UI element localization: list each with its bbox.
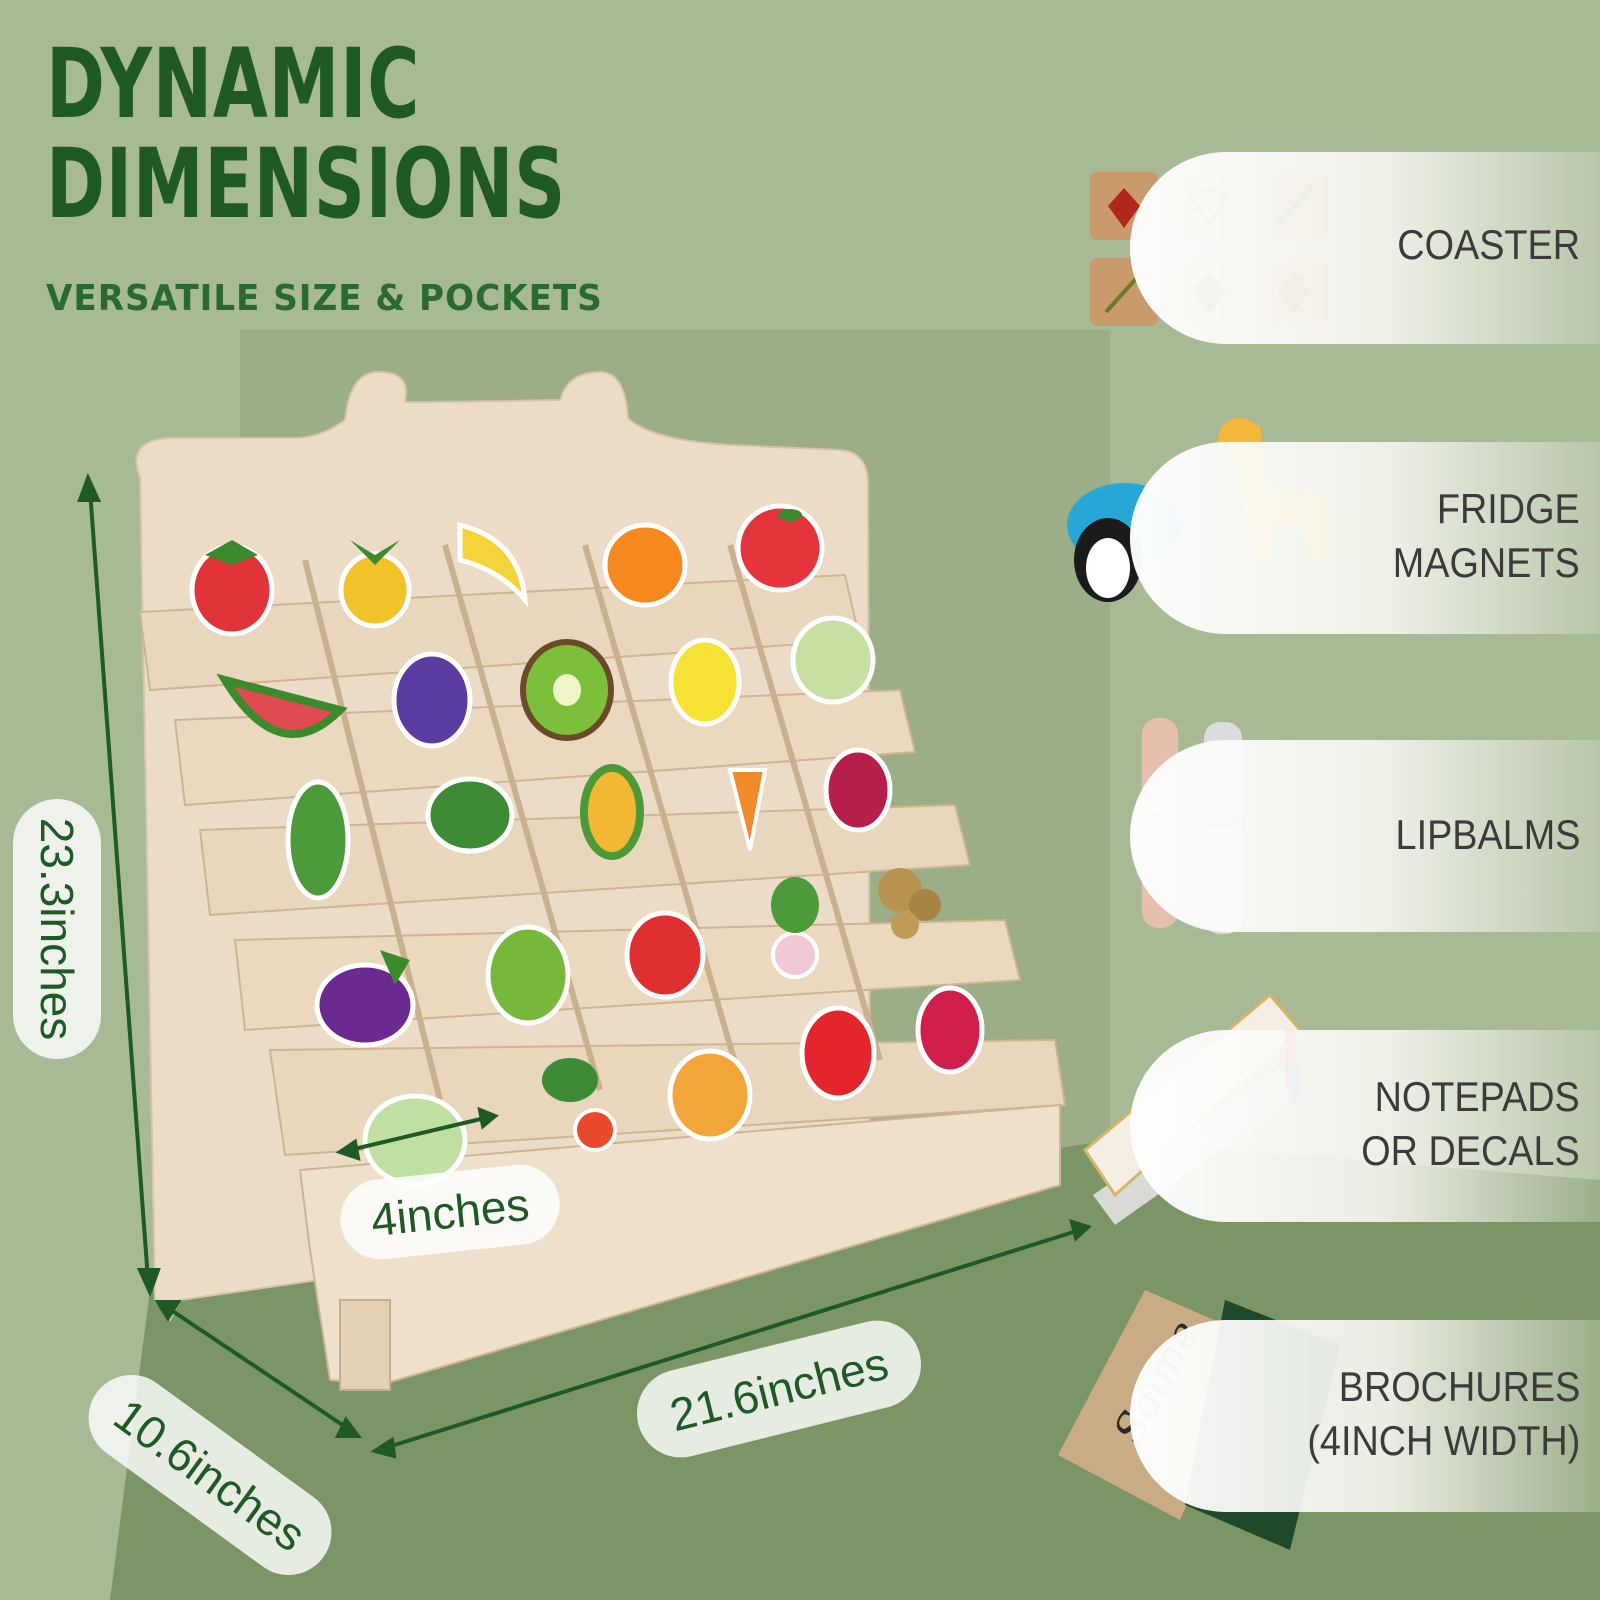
magnet-pineapple (338, 540, 412, 629)
magnet-carrot (727, 768, 768, 851)
use-label-coaster: COASTER (1397, 221, 1580, 268)
use-band-notepads: NOTEPADS OR DECALS (1130, 1030, 1600, 1222)
height-arrow (77, 472, 161, 1298)
magnet-onion (667, 1048, 753, 1142)
height-label: 23.3inches (13, 799, 101, 1059)
magnet-turnip (915, 985, 985, 1075)
penguin-magnet (1086, 538, 1130, 598)
page-subtitle: VERSATILE SIZE & POCKETS (46, 278, 603, 319)
pocket-dividers (302, 544, 883, 1101)
magnet-orange (602, 522, 688, 608)
tier-4 (233, 918, 1022, 1032)
magnet-eggplant (314, 950, 416, 1048)
magnet-grapes (391, 651, 473, 749)
magnet-green-pepper (485, 924, 571, 1026)
use-label-brochures: BROCHURES (4INCH WIDTH) (1307, 1363, 1580, 1464)
use-label-lipbalms: LIPBALMS (1395, 811, 1580, 858)
use-label-notepads: NOTEPADS OR DECALS (1361, 1073, 1580, 1174)
depth-arrow (154, 1300, 362, 1438)
magnet-corn (580, 764, 644, 860)
left-foot (339, 1299, 391, 1391)
magnet-potatoes (878, 868, 941, 939)
pocket-width-arrow (335, 1106, 499, 1161)
magnet-kiwi (520, 639, 614, 741)
use-label-fridge-magnets: FRIDGE MAGNETS (1393, 485, 1580, 586)
use-band-coaster: COASTER (1130, 152, 1600, 344)
magnet-tomato (799, 1005, 877, 1101)
width-arrow (370, 1219, 1092, 1459)
magnet-apple (735, 503, 825, 593)
magnet-lemon (668, 637, 742, 727)
title-line-2: DIMENSIONS (46, 128, 567, 240)
magnet-red-radish (542, 1058, 617, 1152)
use-band-fridge-magnets: FRIDGE MAGNETS (1130, 442, 1600, 634)
title-line-1: DYNAMIC (46, 28, 421, 140)
magnet-cucumber (285, 779, 351, 901)
use-band-brochures: BROCHURES (4INCH WIDTH) (1130, 1320, 1600, 1512)
magnet-watermelon (216, 673, 348, 738)
magnet-banana (457, 521, 529, 608)
magnet-spinach (425, 776, 515, 854)
magnet-strawberry (189, 540, 275, 637)
tier-3 (198, 803, 972, 917)
magnet-cabbage (790, 615, 876, 705)
magnet-beet (823, 747, 893, 833)
magnet-red-pepper (624, 910, 706, 1000)
page-title: DYNAMIC DIMENSIONS (46, 34, 566, 234)
magnet-radish (771, 877, 819, 979)
use-band-lipbalms: LIPBALMS (1130, 740, 1600, 932)
